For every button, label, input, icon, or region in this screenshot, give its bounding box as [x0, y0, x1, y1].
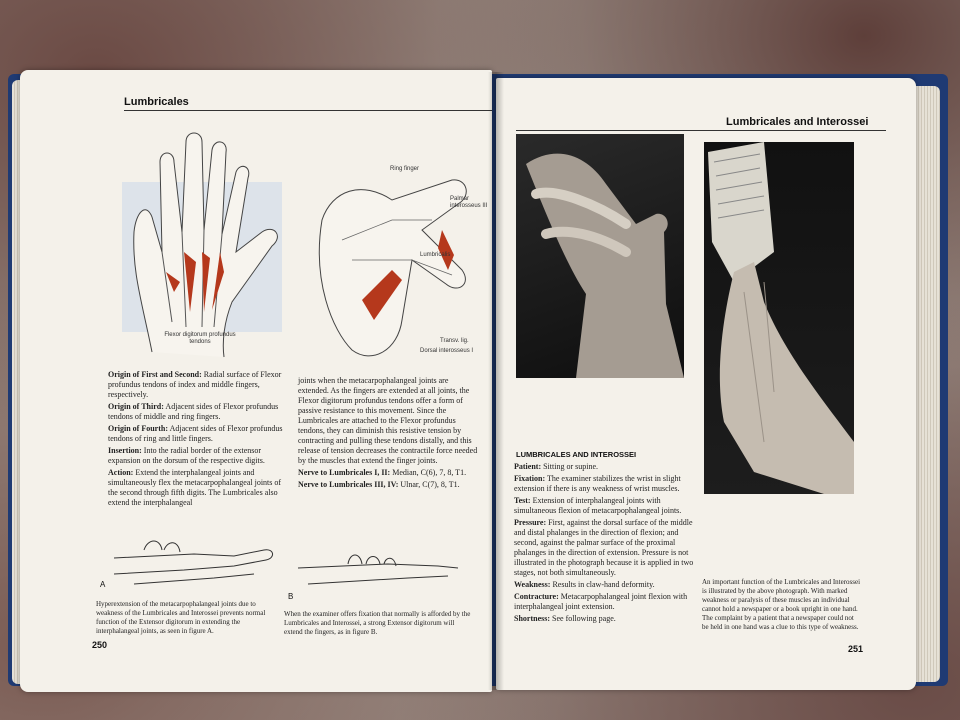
- figure-a-letter: A: [100, 580, 106, 589]
- term: Nerve to Lumbricales I, II:: [298, 468, 391, 477]
- lumbricalis-illustration: [318, 179, 467, 357]
- figure-b-letter: B: [288, 592, 294, 601]
- label-ring-finger: Ring finger: [390, 166, 420, 172]
- definition: The examiner stabilizes the wrist in sli…: [514, 474, 681, 493]
- right-page: Lumbricales and Interossei LUMBRICALES A…: [496, 78, 916, 690]
- book-gutter: [488, 72, 504, 690]
- definition: First, against the dorsal surface of the…: [514, 518, 694, 577]
- right-page-number: 251: [848, 644, 864, 654]
- definition: Ulnar, C(7), 8, T1.: [400, 480, 460, 489]
- term: Pressure:: [514, 518, 547, 527]
- left-column-1: Origin of First and Second: Radial surfa…: [108, 370, 288, 510]
- newspaper-caption: An important function of the Lumbricales…: [702, 578, 861, 631]
- lumbricales-explanation: joints when the metacarpophalangeal join…: [298, 376, 478, 465]
- test-procedure: Patient: Sitting or supine. Fixation: Th…: [514, 462, 694, 626]
- label-dorsal-interosseus: Dorsal interosseus I: [420, 348, 474, 354]
- photo-hand-newspaper: [704, 142, 854, 494]
- left-page-number: 250: [92, 640, 108, 650]
- term: Origin of Fourth:: [108, 424, 168, 433]
- term: Patient:: [514, 462, 542, 471]
- left-page: Lumbricales Flexor digitorum profundus t…: [20, 70, 492, 692]
- caption-figure-b: When the examiner offers fixation that n…: [284, 610, 471, 636]
- definition: Adjacent sides of Flexor profundus tendo…: [108, 424, 283, 443]
- left-header-rule: [124, 110, 492, 111]
- figure-b-drawing: [297, 554, 459, 585]
- caption-figure-a: Hyperextension of the metacarpophalangea…: [96, 600, 266, 635]
- right-header-rule: [516, 130, 886, 131]
- figure-a-drawing: [113, 540, 273, 585]
- label-palmar-interosseus: Palmar interosseus III: [450, 196, 488, 209]
- term: Shortness:: [514, 614, 551, 623]
- left-column-2: joints when the metacarpophalangeal join…: [298, 376, 478, 492]
- term: Insertion:: [108, 446, 142, 455]
- section-title: LUMBRICALES AND INTEROSSEI: [516, 450, 637, 459]
- term: Origin of Third:: [108, 402, 164, 411]
- term: Weakness:: [514, 580, 551, 589]
- definition: Radial surface of Flexor profundus tendo…: [108, 370, 282, 399]
- label-transv-lig: Transv. lig.: [440, 338, 469, 344]
- palm-tendons-illustration: [122, 132, 282, 358]
- label-flexor-tendons: Flexor digitorum profundus tendons: [164, 332, 236, 345]
- term: Test:: [514, 496, 531, 505]
- term: Origin of First and Second:: [108, 370, 202, 379]
- definition: Extend the interphalangeal joints and si…: [108, 468, 282, 507]
- term: Contracture:: [514, 592, 559, 601]
- definition: Median, C(6), 7, 8, T1.: [392, 468, 467, 477]
- right-running-head: Lumbricales and Interossei: [726, 116, 869, 128]
- definition: Results in claw-hand deformity.: [552, 580, 655, 589]
- definition: Adjacent sides of Flexor profundus tendo…: [108, 402, 279, 421]
- definition: Extension of interphalangeal joints with…: [514, 496, 682, 515]
- term: Fixation:: [514, 474, 546, 483]
- photo-hand-test: [516, 134, 684, 378]
- definition: Metacarpophalangeal joint flexion with i…: [514, 592, 688, 611]
- term: Nerve to Lumbricales III, IV:: [298, 480, 399, 489]
- definition: Into the radial border of the extensor e…: [108, 446, 265, 465]
- definition: See following page.: [552, 614, 616, 623]
- term: Action:: [108, 468, 134, 477]
- left-running-head: Lumbricales: [124, 96, 189, 108]
- definition: Sitting or supine.: [543, 462, 598, 471]
- label-lumbricalis: Lumbricalis: [420, 252, 451, 258]
